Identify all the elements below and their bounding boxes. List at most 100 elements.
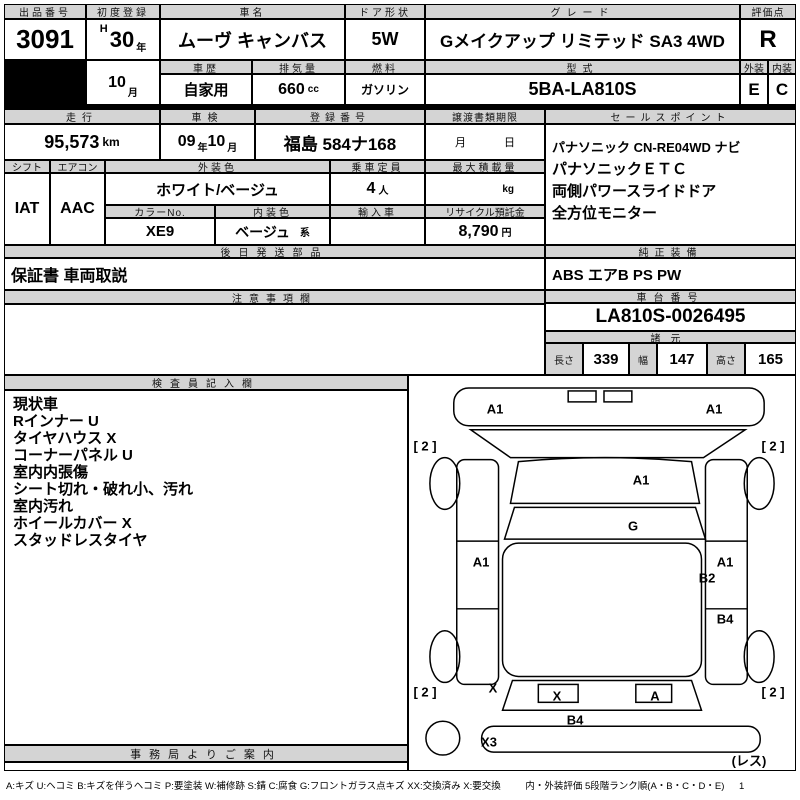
- import-car-label: 輸入車: [330, 205, 425, 218]
- max-load-label: 最大積載量: [425, 160, 545, 173]
- damage-mark: G: [627, 518, 639, 534]
- damage-mark: A: [650, 688, 660, 704]
- first-registration-year: H 30 年: [86, 19, 160, 60]
- width-value: 147: [657, 343, 707, 375]
- inspector-notes-content: 現状車 Rインナー U タイヤハウス X コーナーパネル U 室内内張傷 シート…: [4, 390, 408, 745]
- exterior-color-value: ホワイト/ベージュ: [105, 173, 330, 205]
- damage-mark: X: [488, 680, 498, 696]
- score-label: 評価点: [740, 4, 796, 19]
- year-unit: 年: [136, 43, 147, 54]
- damage-mark: A1: [632, 472, 650, 488]
- right-side-outline: [704, 458, 748, 686]
- inspection-month: 10: [207, 133, 226, 150]
- dimensions-label: 諸元: [545, 331, 796, 343]
- sales-point: パナソニックＥＴＣ: [552, 161, 688, 178]
- damage-code-legend: A:キズ U:ヘコミ B:キズを伴うヘコミ P:要塗装 W:補修跡 S:錆 C:…: [6, 781, 501, 792]
- first-registration-label: 初度登録: [86, 4, 160, 19]
- inspector-note: 室内汚れ: [13, 498, 74, 515]
- model-code-label: 型式: [425, 60, 740, 74]
- damage-mark: B4: [716, 611, 734, 627]
- equipment-label: 純正装備: [545, 245, 796, 258]
- recycle-deposit-value: 8,790 円: [425, 218, 545, 245]
- era-letter: H: [99, 23, 108, 35]
- chassis-number-value: LA810S-0026495: [545, 303, 796, 331]
- fuel-label: 燃料: [345, 60, 425, 74]
- page-number: 1: [739, 781, 745, 792]
- damage-mark: A1: [472, 554, 490, 570]
- fuel-value: ガソリン: [345, 74, 425, 105]
- sales-points-content: パナソニック CN-RE04WD ナビ パナソニックＥＴＣ 両側パワースライドド…: [545, 124, 796, 245]
- spare-tire-outline: [425, 720, 461, 756]
- mileage-label: 走行: [4, 109, 160, 124]
- displacement-value: 660 cc: [252, 74, 345, 105]
- damage-mark: A1: [705, 401, 723, 417]
- shift-label: シフト: [4, 160, 50, 173]
- color-no-value: XE9: [105, 218, 215, 245]
- sales-points-label: セールスポイント: [545, 109, 796, 124]
- damage-mark: X3: [481, 734, 497, 750]
- roof-outline: [501, 542, 703, 678]
- damage-mark: [ 2 ]: [413, 438, 437, 454]
- mileage-value: 95,573 km: [4, 124, 160, 160]
- width-label: 幅: [629, 343, 657, 375]
- rear-hatch-outline: [501, 679, 703, 712]
- displacement-unit: cc: [307, 84, 319, 95]
- transfer-deadline-value: 月 日: [425, 124, 545, 160]
- damage-mark: A1: [716, 554, 734, 570]
- registration-number-value: 福島 584ナ168: [255, 124, 425, 160]
- aircon-label: エアコン: [50, 160, 105, 173]
- office-info-label: 事務局よりご案内: [4, 745, 408, 762]
- inspection-year-unit: 年: [197, 143, 208, 154]
- displacement-number: 660: [278, 80, 305, 98]
- rear-left-wheel: [429, 629, 461, 684]
- rear-left-lamp-box: [537, 683, 579, 704]
- model-code-value: 5BA-LA810S: [425, 74, 740, 105]
- rear-bumper-outline: [480, 725, 761, 753]
- inspection-label: 車検: [160, 109, 255, 124]
- inspector-note: Rインナー U: [13, 413, 99, 430]
- height-value: 165: [745, 343, 796, 375]
- interior-rank-label: 内装: [768, 60, 796, 74]
- front-grille-right: [603, 390, 633, 403]
- interior-color-suffix: 系: [299, 228, 310, 239]
- car-name-label: 車名: [160, 4, 345, 19]
- front-left-wheel: [429, 456, 461, 511]
- max-load-unit: kg: [502, 183, 514, 195]
- later-parts-label: 後日発送部品: [4, 245, 545, 258]
- month-unit: 月: [127, 88, 138, 99]
- inspector-note: シート切れ・破れ小、汚れ: [13, 481, 194, 498]
- grade-label: グレード: [425, 4, 740, 19]
- damage-mark: (レス): [731, 753, 767, 769]
- sales-point: 全方位モニター: [552, 205, 658, 222]
- first-registration-year-number: 30: [109, 26, 135, 52]
- legend-line: A:キズ U:ヘコミ B:キズを伴うヘコミ P:要塗装 W:補修跡 S:錆 C:…: [6, 778, 798, 792]
- transfer-month-unit: 月: [455, 137, 466, 149]
- front-panel-outline: [468, 428, 748, 459]
- inspector-note: コーナーパネル U: [13, 447, 133, 464]
- damage-mark: [ 2 ]: [761, 684, 785, 700]
- lot-number-value: 3091: [4, 19, 86, 60]
- height-label: 高さ: [707, 343, 745, 375]
- damage-mark: [ 2 ]: [761, 438, 785, 454]
- car-name-value: ムーヴ キャンバス: [160, 19, 345, 60]
- rank-legend: 内・外装評価 5段階ランク順(A・B・C・D・E): [525, 781, 725, 792]
- front-grille-left: [567, 390, 597, 403]
- interior-color-name: ベージュ: [235, 223, 290, 240]
- length-label: 長さ: [545, 343, 583, 375]
- registration-number-label: 登録番号: [255, 109, 425, 124]
- interior-rank-value: C: [768, 74, 796, 105]
- thick-divider: [4, 105, 796, 109]
- car-outline-drawing: [425, 387, 775, 756]
- chassis-number-label: 車台番号: [545, 290, 796, 303]
- interior-color-label: 内装色: [215, 205, 330, 218]
- damage-mark: [ 2 ]: [413, 684, 437, 700]
- grade-value: Gメイクアップ リミテッド SA3 4WD: [425, 19, 740, 60]
- inspection-value: 09 年 10 月: [160, 124, 255, 160]
- transfer-deadline-label: 譲渡書類期限: [425, 109, 545, 124]
- front-bumper-outline: [453, 387, 765, 427]
- exterior-color-label: 外装色: [105, 160, 330, 173]
- caution-label: 注意事項欄: [4, 290, 545, 304]
- front-right-wheel: [743, 456, 775, 511]
